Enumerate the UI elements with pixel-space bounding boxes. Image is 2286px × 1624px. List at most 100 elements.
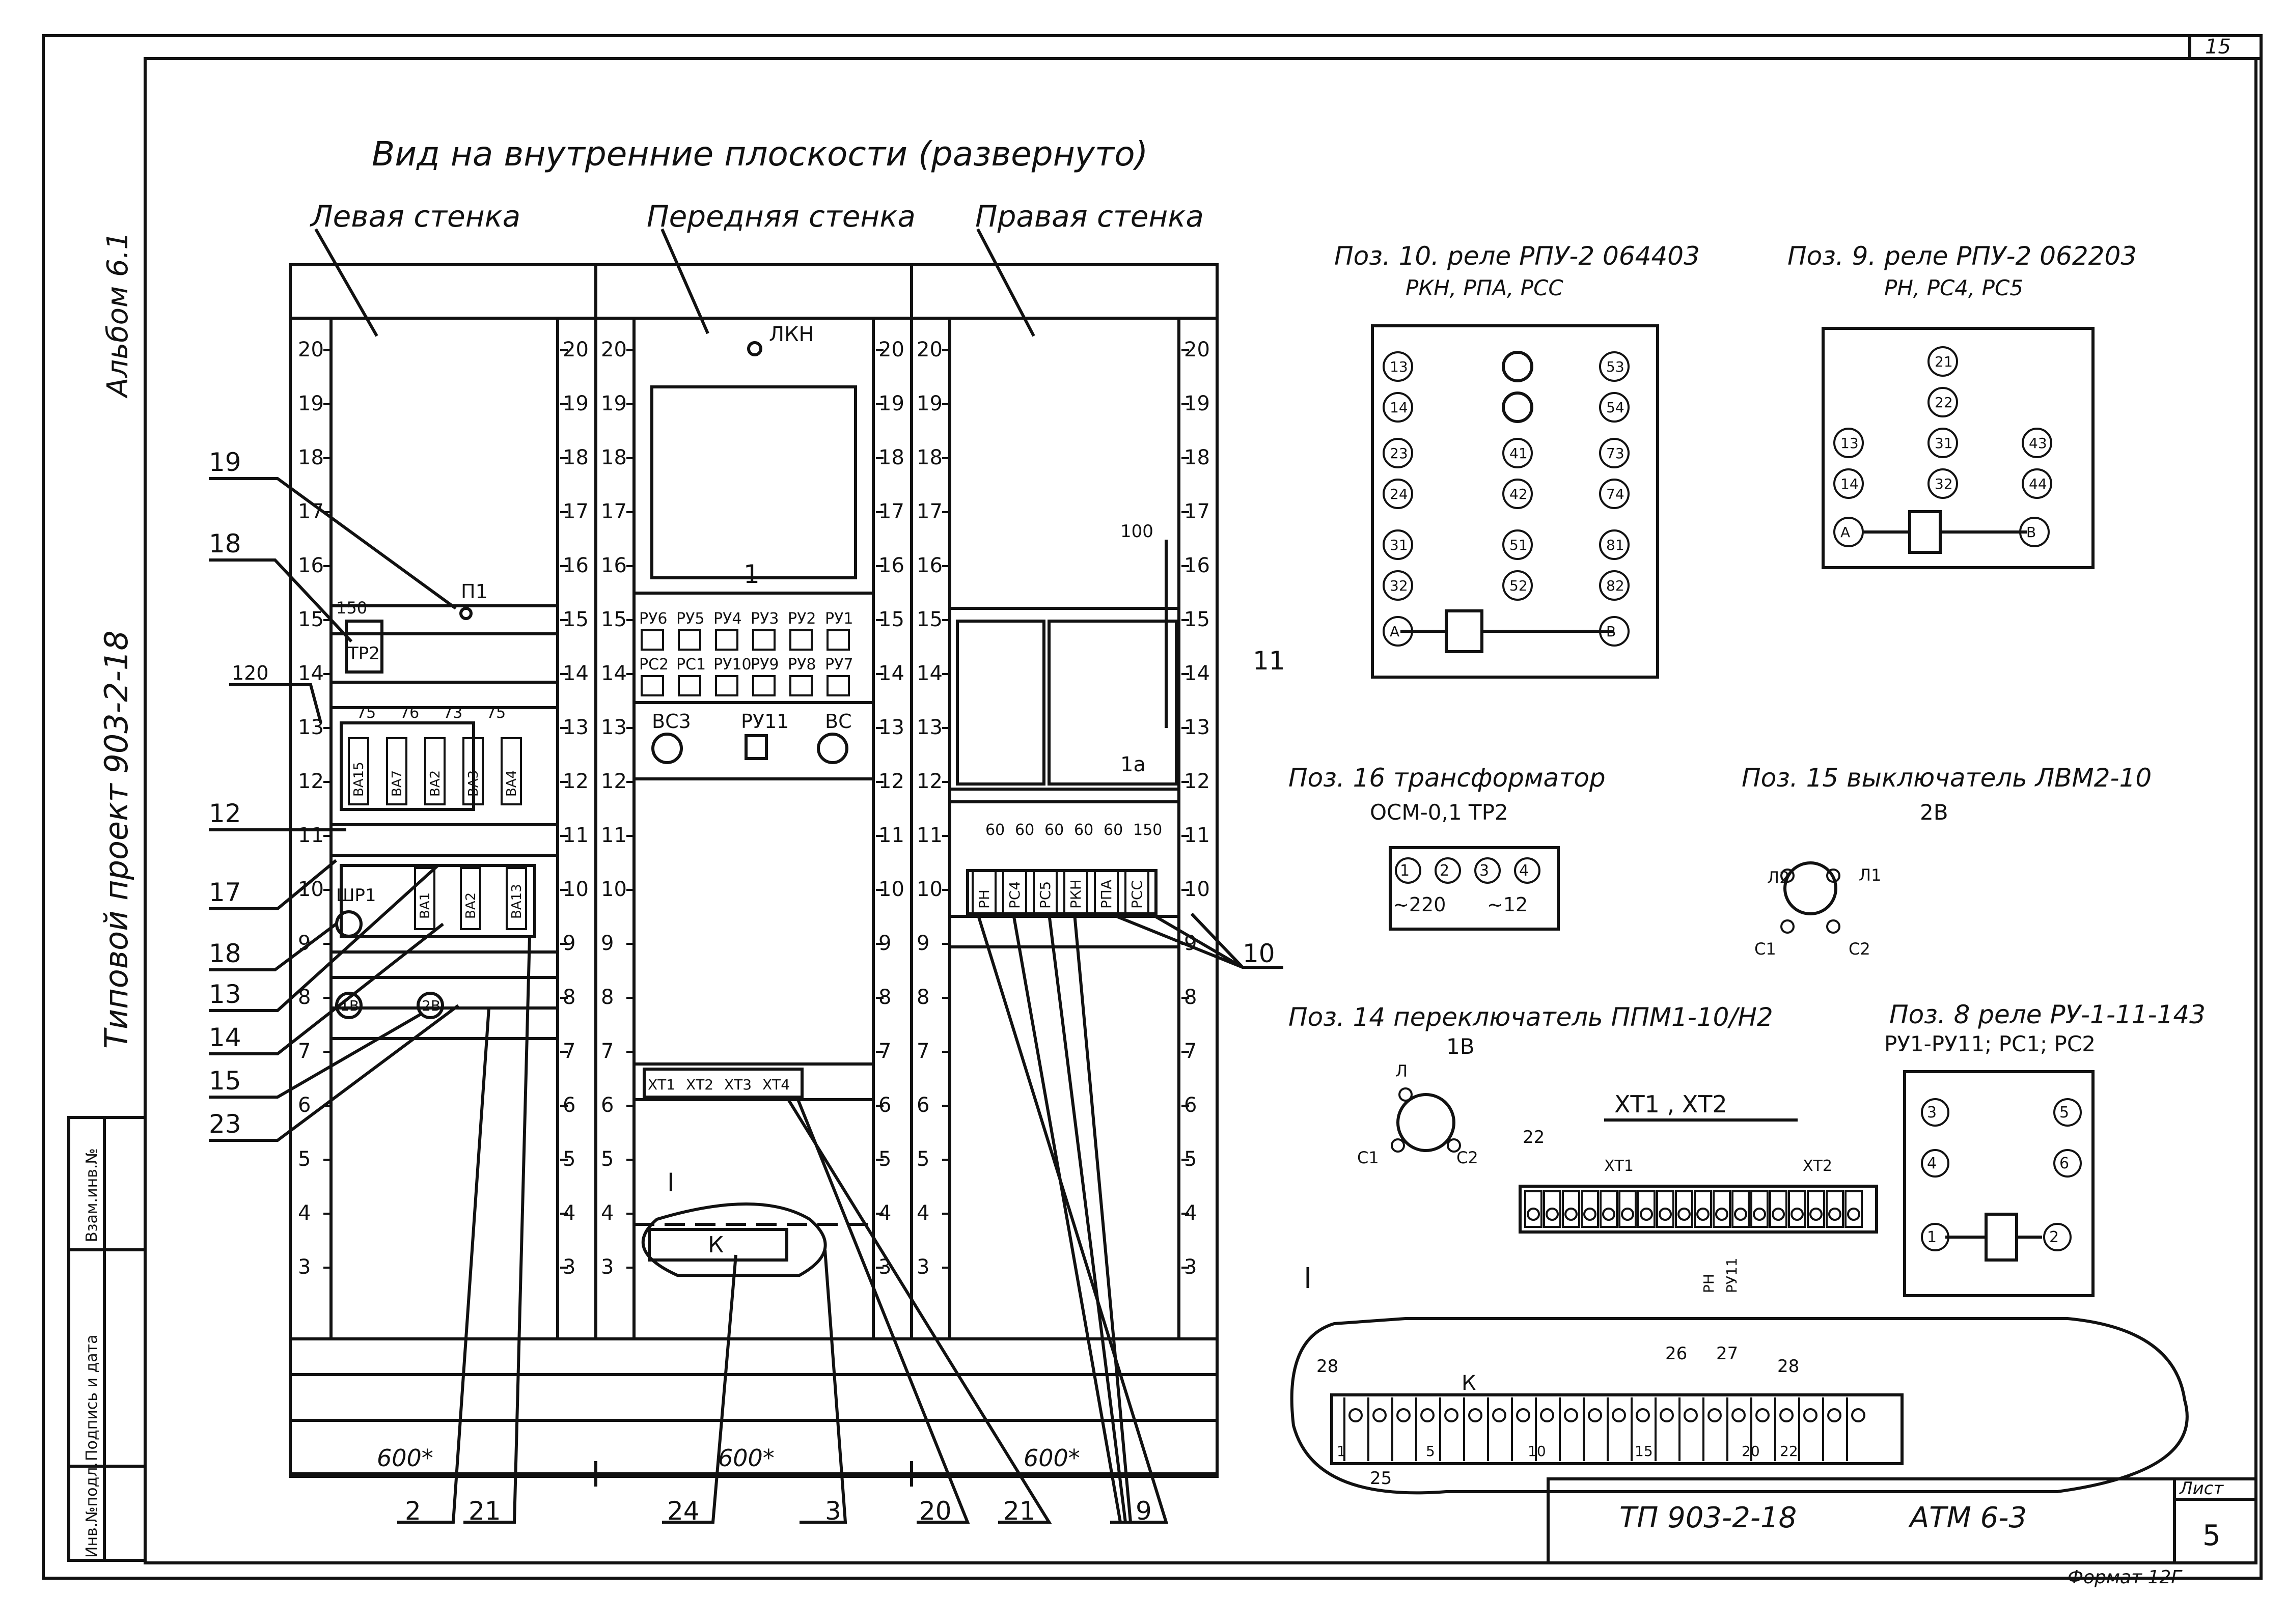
detail-terminal-number: 20 xyxy=(1742,1443,1760,1460)
front-relay-label: РУ10 xyxy=(713,656,752,674)
pos9-sub: РН, РС4, РС5 xyxy=(1884,275,2023,300)
pos8-title: Поз. 8 реле РУ-1-11-143 xyxy=(1889,1000,2206,1029)
pin-circle xyxy=(1921,1098,1949,1127)
scale-number: 14 xyxy=(298,662,324,685)
xt-terminal-screw xyxy=(1828,1208,1841,1221)
xt-22: 22 xyxy=(1523,1127,1545,1147)
front-relay-label: РУ9 xyxy=(751,656,779,674)
front-relay-square xyxy=(752,629,776,651)
pin-circle xyxy=(1927,428,1958,458)
pin-label: 31 xyxy=(1935,435,1953,452)
xt-terminal-screw xyxy=(1847,1208,1860,1221)
scale-number: 19 xyxy=(601,392,627,415)
pos16-vout: ~12 xyxy=(1487,893,1528,916)
callout-12: 12 xyxy=(209,799,241,828)
pin-circle xyxy=(1927,468,1958,499)
scale-number: 20 xyxy=(917,338,943,361)
pin-label: 2 xyxy=(1440,862,1449,880)
xt-xt1: ХТ1 xyxy=(1604,1157,1634,1175)
callout-13: 13 xyxy=(209,979,241,1009)
b2-label: 2В xyxy=(422,997,440,1014)
left-fuse-box xyxy=(348,737,369,805)
scale-number: 12 xyxy=(917,770,943,793)
pos10-sub: РКН, РПА, РСС xyxy=(1406,275,1563,300)
detail-terminal-screw xyxy=(1468,1408,1482,1422)
front-relay-label: РУ2 xyxy=(788,610,816,628)
pin-circle xyxy=(1502,438,1533,468)
right-relay-label: РСС xyxy=(1128,880,1145,909)
front-display-window xyxy=(650,385,857,579)
detail-terminal-screw xyxy=(1420,1408,1435,1422)
pin-label: 32 xyxy=(1935,475,1953,492)
stamp-vzam: Взам.инв.№ xyxy=(83,1148,101,1242)
pin-label: 51 xyxy=(1509,537,1528,553)
b1-label: 1В xyxy=(340,997,359,1014)
xt-terminal xyxy=(1807,1190,1825,1228)
dimension-600: 600* xyxy=(377,1444,433,1472)
pin-circle xyxy=(1921,1149,1949,1178)
scale-number: 5 xyxy=(917,1147,929,1171)
callout-15: 15 xyxy=(209,1066,241,1096)
pin-label: 31 xyxy=(1390,537,1408,553)
pin-label: 3 xyxy=(1479,862,1489,880)
scale-number: 8 xyxy=(601,986,614,1009)
pos14-terminal xyxy=(1447,1138,1461,1153)
pos14-pin: С1 xyxy=(1357,1148,1379,1167)
title-list-label: Лист xyxy=(2179,1478,2224,1499)
xt-terminal-screw xyxy=(1734,1208,1747,1221)
project-label: Типовой проект 903-2-18 xyxy=(98,630,135,1049)
pin-circle xyxy=(1833,428,1864,458)
detail-terminal-screw xyxy=(1803,1408,1817,1422)
front-item-1: 1 xyxy=(743,559,760,589)
front-i-label: I xyxy=(667,1168,675,1197)
pos16-sub: ОСМ-0,1 ТР2 xyxy=(1370,800,1508,825)
pos15-pin: С1 xyxy=(1754,939,1776,959)
scale-number: 8 xyxy=(298,986,311,1009)
callout-14: 14 xyxy=(209,1023,241,1052)
pin-label: 13 xyxy=(1390,358,1408,375)
pin-circle xyxy=(1927,387,1958,417)
xt-terminal xyxy=(1713,1190,1731,1228)
front-relay-label: РУ4 xyxy=(713,610,741,628)
detail-terminal-number: 1 xyxy=(1337,1443,1346,1460)
wall-left-title: Левая стенка xyxy=(310,199,520,234)
scale-number: 12 xyxy=(298,770,324,793)
scale-number: 10 xyxy=(298,878,324,901)
item-11: 11 xyxy=(1253,646,1285,676)
left-dim: 75 xyxy=(356,704,376,722)
pos15-terminal xyxy=(1780,869,1795,883)
xt-terminal-screw xyxy=(1583,1208,1596,1221)
pin-label: 13 xyxy=(1840,435,1859,452)
detail-terminal-screw xyxy=(1516,1408,1530,1422)
scale-number: 6 xyxy=(601,1094,614,1117)
scale-number: 12 xyxy=(601,770,627,793)
left-fuse-box xyxy=(501,737,522,805)
stamp-podpis: Подпись и дата xyxy=(83,1335,101,1462)
dimension-600: 600* xyxy=(1024,1444,1080,1472)
left-fuse-box xyxy=(424,737,446,805)
detail-terminal-screw xyxy=(1755,1408,1770,1422)
pin-label: 32 xyxy=(1390,577,1408,594)
dim-150: 150 xyxy=(336,598,367,618)
scale-number: 11 xyxy=(298,824,324,847)
pos9-title: Поз. 9. реле РПУ-2 062203 xyxy=(1787,241,2137,271)
pin-circle xyxy=(1599,438,1630,468)
callout-18b: 18 xyxy=(209,939,241,968)
pos10-title: Поз. 10. реле РПУ-2 064403 xyxy=(1334,241,1700,271)
pos14-terminal xyxy=(1391,1138,1405,1153)
detail-terminal-screw xyxy=(1731,1408,1746,1422)
scale-number: 15 xyxy=(298,608,324,631)
bottom-callout: 24 xyxy=(667,1496,700,1526)
detail-terminal-screw xyxy=(1684,1408,1698,1422)
front-relay-label: РС2 xyxy=(639,656,669,674)
pin-label: А xyxy=(1840,524,1850,541)
right-relay-label: РКН xyxy=(1067,879,1084,909)
pin-circle xyxy=(2053,1098,2082,1127)
xt-terminal xyxy=(1826,1190,1844,1228)
scale-number: 7 xyxy=(298,1040,311,1063)
front-relay-label: РУ1 xyxy=(825,610,853,628)
left-fuse-box xyxy=(506,867,527,930)
wall-right-title: Правая стенка xyxy=(975,199,1204,234)
pin-circle xyxy=(1599,479,1630,509)
album-label: Альбом 6.1 xyxy=(101,232,134,399)
